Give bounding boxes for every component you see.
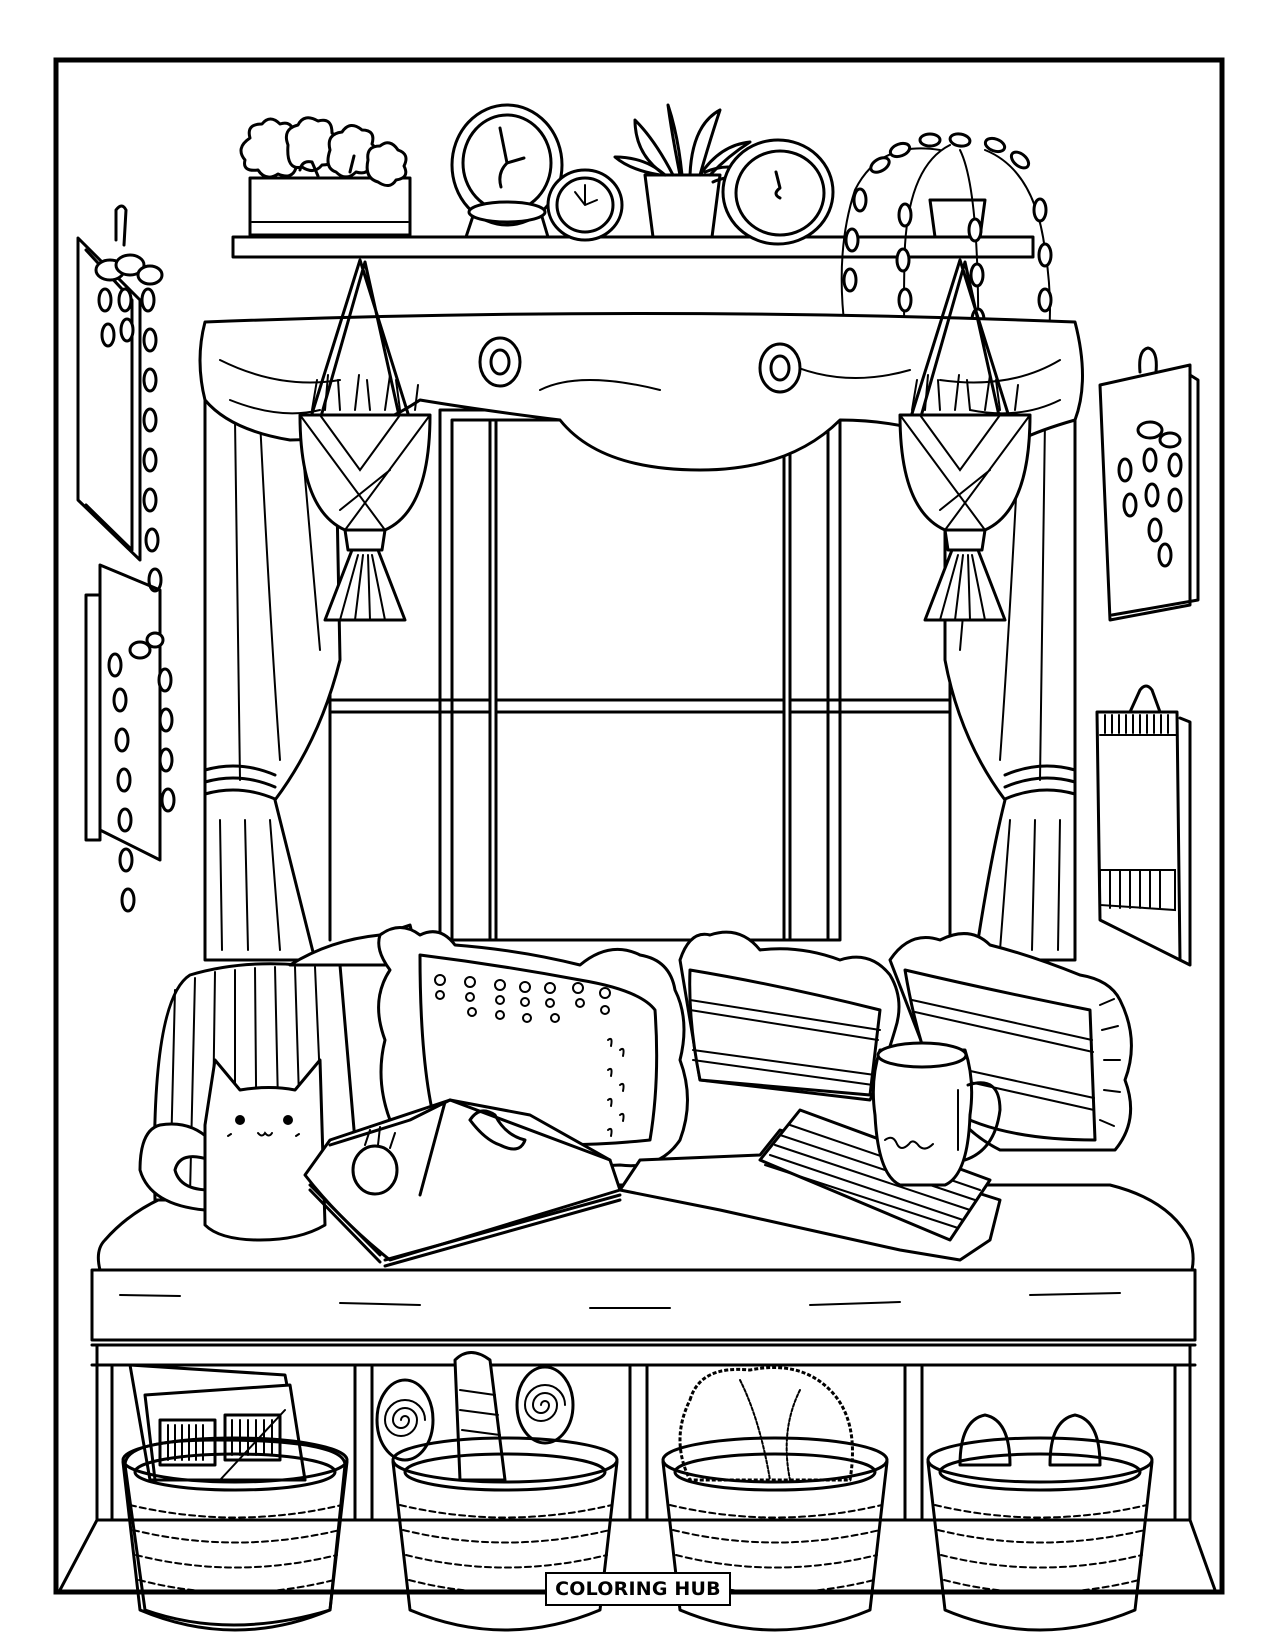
basket-1 (121, 1436, 349, 1632)
woven-baskets (121, 1436, 1154, 1632)
plant-frame-right-upper-icon (1098, 346, 1200, 622)
storage-cubbies (58, 1343, 1217, 1592)
potted-plant-icon (613, 103, 755, 239)
plant-frame-left-lower-icon (84, 563, 176, 913)
window-frame (328, 408, 952, 942)
basket-3 (661, 1436, 889, 1632)
coffee-mug-icon (871, 1041, 1002, 1187)
coloring-hub-logo: COLORING HUB (545, 1572, 731, 1606)
wall-shelf (231, 235, 1035, 259)
trailing-plant-icon (840, 132, 1053, 371)
macrame-hanger-left-icon (298, 258, 432, 622)
hanging-plant-frame-left-icon (76, 204, 164, 593)
macrame-hanger-right-icon (898, 258, 1032, 622)
striped-pillow-1 (678, 930, 901, 1102)
left-curtain (203, 358, 342, 962)
cat-mug-icon (138, 1058, 327, 1242)
basket-slippers-icon (958, 1413, 1102, 1467)
open-book-icon (303, 1098, 622, 1268)
round-clock-icon (721, 138, 835, 246)
mantel-clock-icon (450, 103, 564, 239)
small-clock-icon (546, 168, 624, 242)
basket-4 (926, 1436, 1154, 1632)
basket-rolled-towels-icon (375, 1351, 575, 1482)
potted-flowers-icon (239, 116, 412, 237)
curtain-valance (198, 312, 1084, 472)
calendar-icon (1095, 684, 1192, 967)
notebook-icon (618, 1108, 1002, 1262)
basket-2 (391, 1436, 619, 1632)
basket-fluffy-blanket-icon (678, 1366, 854, 1482)
